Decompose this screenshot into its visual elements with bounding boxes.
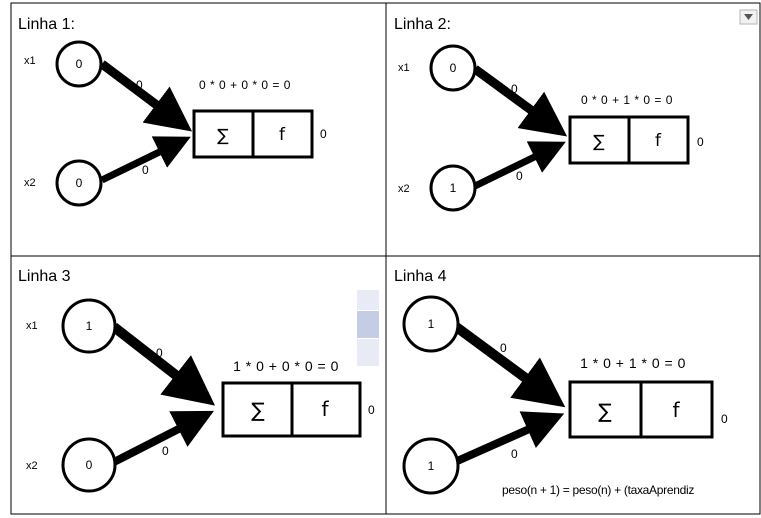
output-value: 0: [697, 135, 704, 149]
scroll-widget[interactable]: [357, 290, 379, 366]
sum-symbol: ∑: [593, 132, 605, 152]
output-value: 0: [721, 412, 728, 426]
equation: 1 * 0 + 1 * 0 = 0: [580, 355, 686, 371]
input-node-x2: [429, 164, 477, 212]
panel-linha-1: Linha 1: x1 x2 0 0 0 0 0 * 0 + 0 * 0 = 0…: [18, 16, 327, 207]
panel-title: Linha 2:: [394, 16, 451, 33]
weight-label-1: 0: [136, 78, 143, 92]
equation: 0 * 0 + 0 * 0 = 0: [199, 78, 291, 92]
panel-linha-3: Linha 3 x1 x2 1 0 0 0 1 * 0 + 0 * 0 = 0 …: [18, 268, 379, 493]
weight-label-2: 0: [162, 444, 169, 458]
dropdown-toggle[interactable]: [739, 9, 758, 25]
input-node-x2: [402, 437, 460, 495]
activation-symbol: f: [279, 125, 286, 145]
output-value: 0: [320, 127, 327, 141]
x1-label: x1: [26, 320, 38, 332]
weight-arrow-1: [472, 65, 568, 137]
input-value-x2: 1: [450, 181, 457, 195]
input-value-x1: 0: [76, 57, 83, 71]
x1-label: x1: [398, 62, 410, 74]
panel-title: Linha 3: [18, 268, 71, 285]
activation-symbol: f: [672, 398, 680, 422]
weight-arrow-1: [110, 323, 216, 406]
input-value-x1: 1: [428, 317, 435, 331]
activation-symbol: f: [321, 397, 329, 421]
panel-title: Linha 1:: [18, 16, 75, 33]
input-node-x1: [61, 298, 117, 354]
input-node-x2: [61, 437, 117, 493]
weight-arrow-2: [453, 411, 565, 466]
x1-label: x1: [24, 55, 36, 67]
weight-arrow-2: [100, 136, 191, 184]
input-node-x1: [402, 295, 460, 353]
input-node-x1: [55, 40, 103, 88]
weight-arrow-2: [473, 141, 566, 190]
input-value-x2: 0: [86, 458, 93, 472]
input-value-x1: 1: [86, 319, 93, 333]
input-value-x2: 1: [428, 459, 435, 473]
input-node-x1: [429, 44, 477, 92]
x2-label: x2: [398, 183, 410, 195]
sum-symbol: ∑: [598, 399, 612, 423]
x2-label: x2: [26, 460, 38, 472]
weight-update-formula: peso(n + 1) = peso(n) + (taxaAprendiz: [502, 483, 694, 497]
input-value-x1: 0: [450, 61, 457, 75]
panel-linha-2: Linha 2: x1 x2 0 1 0 0 0 * 0 + 1 * 0 = 0…: [394, 9, 758, 212]
x2-label: x2: [24, 177, 36, 189]
weight-arrow-1: [99, 60, 193, 132]
sum-symbol: ∑: [217, 126, 229, 146]
activation-symbol: f: [655, 131, 662, 151]
weight-label-2: 0: [142, 163, 149, 177]
sum-symbol: ∑: [251, 398, 265, 422]
equation: 0 * 0 + 1 * 0 = 0: [581, 93, 673, 107]
equation: 1 * 0 + 0 * 0 = 0: [233, 358, 339, 374]
weight-label-1: 0: [156, 346, 163, 360]
weight-label-1: 0: [500, 341, 507, 355]
input-node-x2: [55, 159, 103, 207]
weight-label-2: 0: [511, 447, 518, 461]
panel-linha-4: Linha 4 1 1 0 0 1 * 0 + 1 * 0 = 0 ∑ f 0 …: [394, 268, 728, 497]
input-value-x2: 0: [76, 176, 83, 190]
weight-label-1: 0: [511, 82, 518, 96]
panel-title: Linha 4: [394, 268, 447, 285]
weight-arrow-2: [112, 410, 214, 466]
weight-arrow-1: [452, 321, 566, 408]
chevron-down-icon: [744, 14, 753, 20]
output-value: 0: [368, 403, 375, 417]
weight-label-2: 0: [516, 169, 523, 183]
